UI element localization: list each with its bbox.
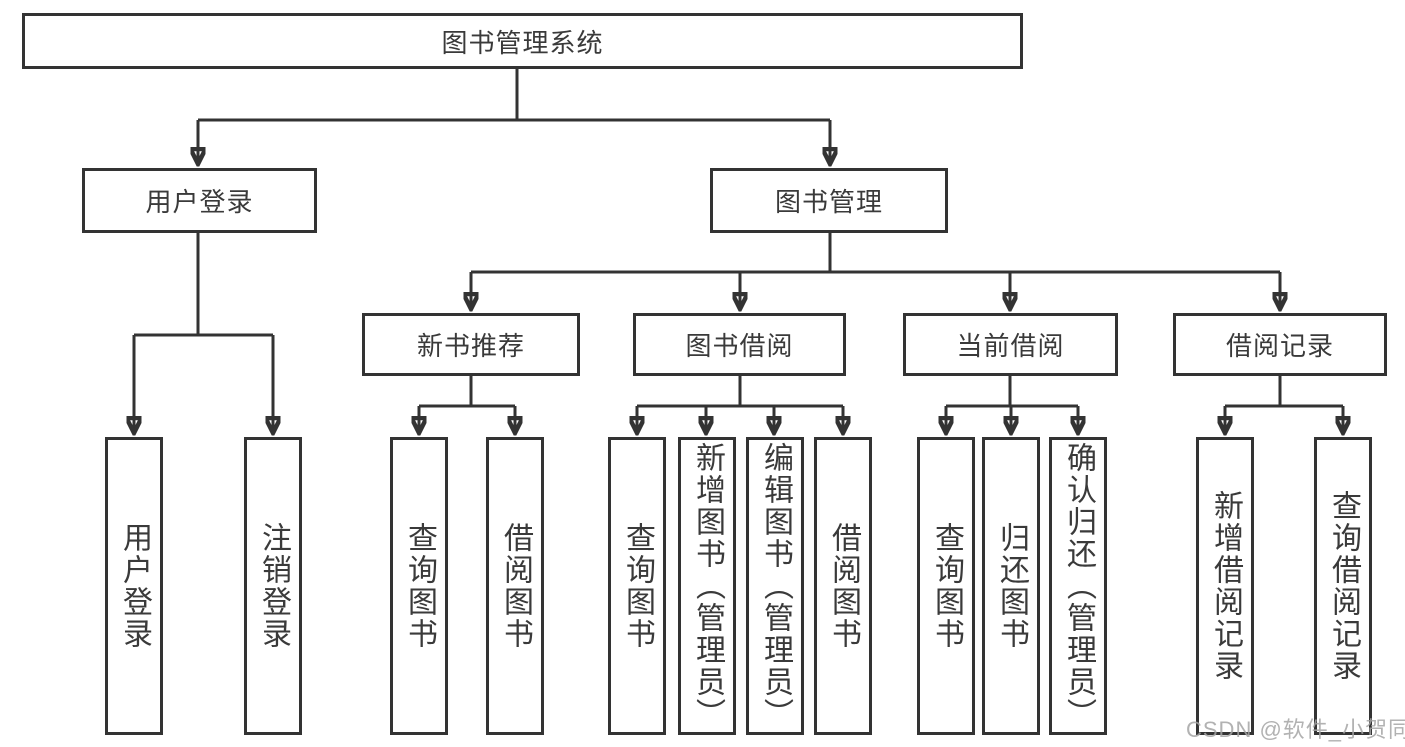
node-book-management: 图书管理: [710, 168, 948, 233]
leaf-logout: 注销登录: [244, 437, 302, 735]
leaf-newbook-query-books-label: 查询图书: [403, 522, 436, 650]
leaf-borrowing-query-books-label: 查询图书: [621, 522, 654, 650]
node-user-login-branch: 用户登录: [82, 168, 317, 233]
leaf-current-return-books: 归还图书: [982, 437, 1040, 735]
leaf-newbook-borrow-books-label: 借阅图书: [499, 522, 532, 650]
leaf-newbook-borrow-books: 借阅图书: [486, 437, 544, 735]
node-book-management-label: 图书管理: [774, 187, 883, 217]
leaf-logout-label: 注销登录: [257, 522, 290, 650]
node-borrowing-records: 借阅记录: [1173, 313, 1387, 376]
leaf-borrowing-borrow-books: 借阅图书: [814, 437, 872, 735]
node-current-borrowing-label: 当前借阅: [956, 331, 1065, 361]
leaf-current-query-books-label: 查询图书: [930, 522, 963, 650]
node-book-borrowing: 图书借阅: [633, 313, 846, 376]
leaf-borrowing-edit-books-admin: 编辑图书（管理员）: [746, 437, 804, 735]
node-borrowing-records-label: 借阅记录: [1225, 331, 1334, 361]
csdn-watermark: CSDN @软件_小贺同学: [1186, 717, 1405, 742]
node-new-book-recommend: 新书推荐: [362, 313, 580, 376]
leaf-current-confirm-return-admin-label: 确认归还（管理员）: [1062, 442, 1095, 730]
leaf-borrowing-query-books: 查询图书: [608, 437, 666, 735]
leaf-borrowing-add-books-admin-label: 新增图书（管理员）: [691, 442, 724, 730]
leaf-current-query-books: 查询图书: [917, 437, 975, 735]
node-new-book-recommend-label: 新书推荐: [416, 331, 525, 361]
leaf-records-add-record: 新增借阅记录: [1196, 437, 1254, 735]
leaf-user-login-label: 用户登录: [118, 522, 151, 650]
leaf-newbook-query-books: 查询图书: [390, 437, 448, 735]
leaf-current-return-books-label: 归还图书: [995, 522, 1028, 650]
leaf-user-login: 用户登录: [105, 437, 163, 735]
leaf-records-add-record-label: 新增借阅记录: [1209, 490, 1242, 682]
leaf-records-query-record-label: 查询借阅记录: [1327, 490, 1360, 682]
leaf-borrowing-add-books-admin: 新增图书（管理员）: [678, 437, 736, 735]
node-library-system-label: 图书管理系统: [441, 27, 604, 58]
leaf-records-query-record: 查询借阅记录: [1314, 437, 1372, 735]
node-library-system: 图书管理系统: [22, 13, 1023, 69]
leaf-current-confirm-return-admin: 确认归还（管理员）: [1049, 437, 1107, 735]
leaf-borrowing-borrow-books-label: 借阅图书: [827, 522, 860, 650]
leaf-borrowing-edit-books-admin-label: 编辑图书（管理员）: [759, 442, 792, 730]
node-book-borrowing-label: 图书借阅: [685, 331, 794, 361]
node-user-login-branch-label: 用户登录: [145, 187, 254, 217]
node-current-borrowing: 当前借阅: [903, 313, 1118, 376]
